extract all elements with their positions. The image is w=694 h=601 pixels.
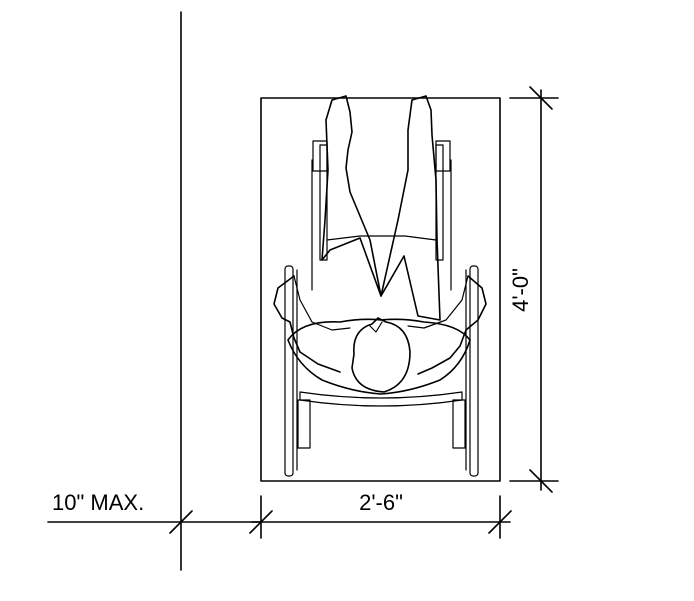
left-handle xyxy=(297,399,311,449)
width-dimension-label: 2'-6" xyxy=(359,490,403,515)
clear-floor-space-rectangle xyxy=(260,97,501,482)
right-handle xyxy=(452,399,466,449)
left-arm xyxy=(273,275,341,373)
depth-dimension-label: 4'-0" xyxy=(508,268,533,312)
width-dimension: 2'-6" xyxy=(249,490,512,539)
left-leg xyxy=(321,95,382,297)
right-leg xyxy=(380,95,441,321)
right-footrest xyxy=(435,140,451,172)
offset-dimension: 10" MAX. xyxy=(47,490,262,534)
seat-front xyxy=(326,235,437,241)
right-wheel xyxy=(469,265,479,477)
wheelchair-occupant-figure xyxy=(273,95,487,477)
torso xyxy=(287,318,471,395)
backrest xyxy=(299,391,463,407)
left-wheel xyxy=(284,265,294,477)
right-arm xyxy=(417,275,487,375)
offset-dimension-label: 10" MAX. xyxy=(52,490,144,515)
head xyxy=(351,317,411,393)
depth-dimension: 4'-0" xyxy=(508,86,559,493)
